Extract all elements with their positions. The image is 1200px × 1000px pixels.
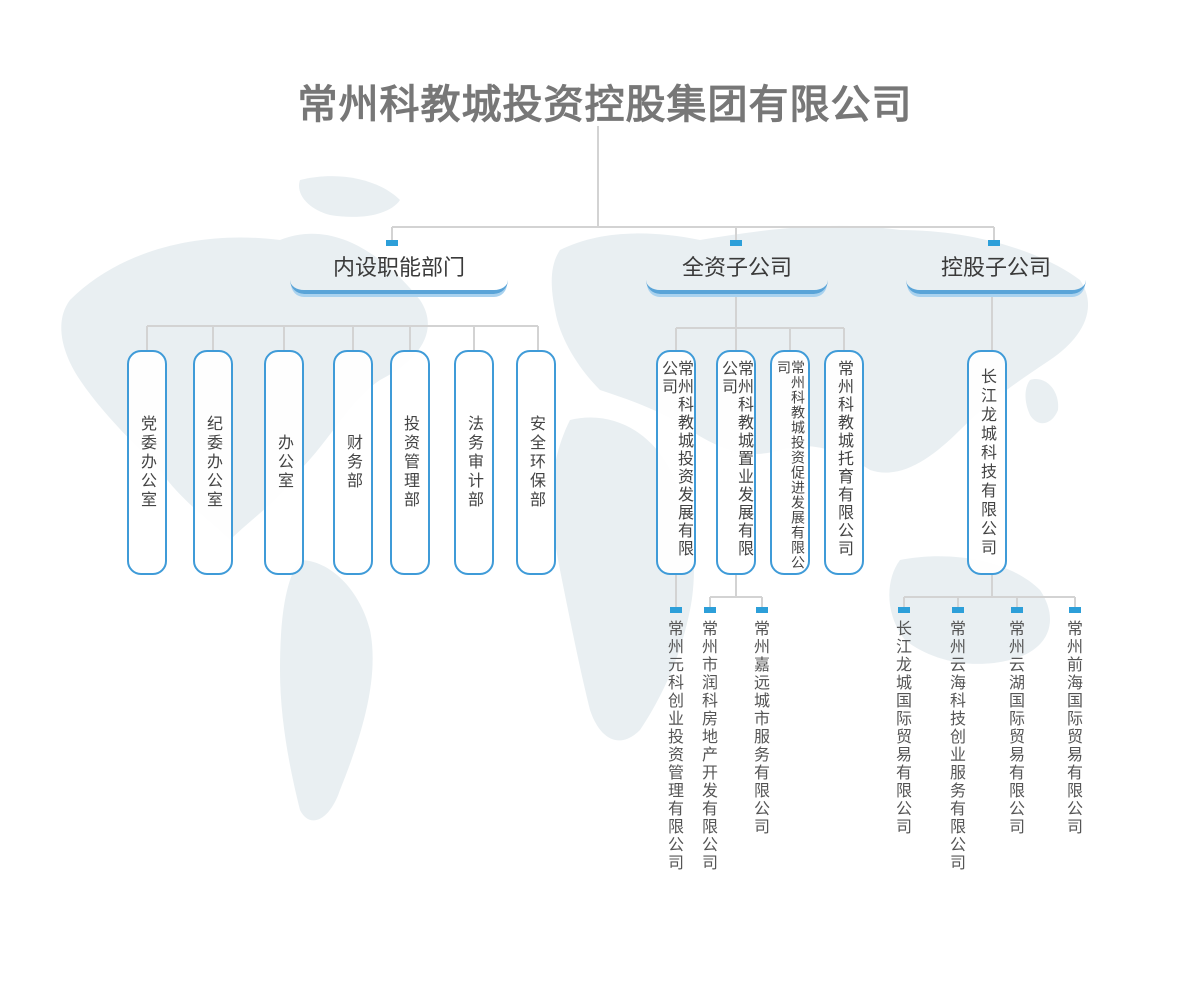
dept-general-office: 办公室 (264, 350, 304, 575)
subsidiary-jiayuan-city-service: 常州嘉远城市服务有限公司 (751, 620, 770, 836)
node-marker (1011, 607, 1023, 613)
node-marker (952, 607, 964, 613)
dept-discipline-office: 纪委办公室 (193, 350, 233, 575)
subsidiary-qianhai-intl-trade: 常州前海国际贸易有限公司 (1064, 620, 1083, 836)
company-investment-promotion: 常州科教城投资促进发展有限公司 (770, 350, 810, 575)
node-marker (386, 240, 398, 246)
node-marker (898, 607, 910, 613)
node-marker (1069, 607, 1081, 613)
company-childcare: 常州科教城托育有限公司 (824, 350, 864, 575)
node-marker (756, 607, 768, 613)
subsidiary-runke-real-estate: 常州市润科房地产开发有限公司 (699, 620, 718, 872)
group-company-title: 常州科教城投资控股集团有限公司 (297, 82, 913, 128)
node-marker (670, 607, 682, 613)
company-real-estate-development: 常州科教城置业发展有限公司 (716, 350, 756, 575)
category-holding: 控股子公司 (906, 252, 1086, 294)
node-marker (730, 240, 742, 246)
subsidiary-yunhu-intl-trade: 常州云湖国际贸易有限公司 (1006, 620, 1025, 836)
dept-safety-environment: 安全环保部 (516, 350, 556, 575)
company-investment-development: 常州科教城投资发展有限公司 (656, 350, 696, 575)
category-internal-departments: 内设职能部门 (290, 252, 508, 294)
node-marker (704, 607, 716, 613)
subsidiary-yunhai-tech-service: 常州云海科技创业服务有限公司 (947, 620, 966, 872)
dept-party-committee-office: 党委办公室 (127, 350, 167, 575)
dept-finance: 财务部 (333, 350, 373, 575)
dept-legal-audit: 法务审计部 (454, 350, 494, 575)
company-changjiang-longcheng-tech: 长江龙城科技有限公司 (967, 350, 1007, 575)
category-wholly-owned: 全资子公司 (646, 252, 828, 294)
dept-investment-management: 投资管理部 (390, 350, 430, 575)
subsidiary-longcheng-intl-trade: 长江龙城国际贸易有限公司 (893, 620, 912, 836)
node-marker (988, 240, 1000, 246)
subsidiary-yuanke-venture: 常州元科创业投资管理有限公司 (665, 620, 684, 872)
